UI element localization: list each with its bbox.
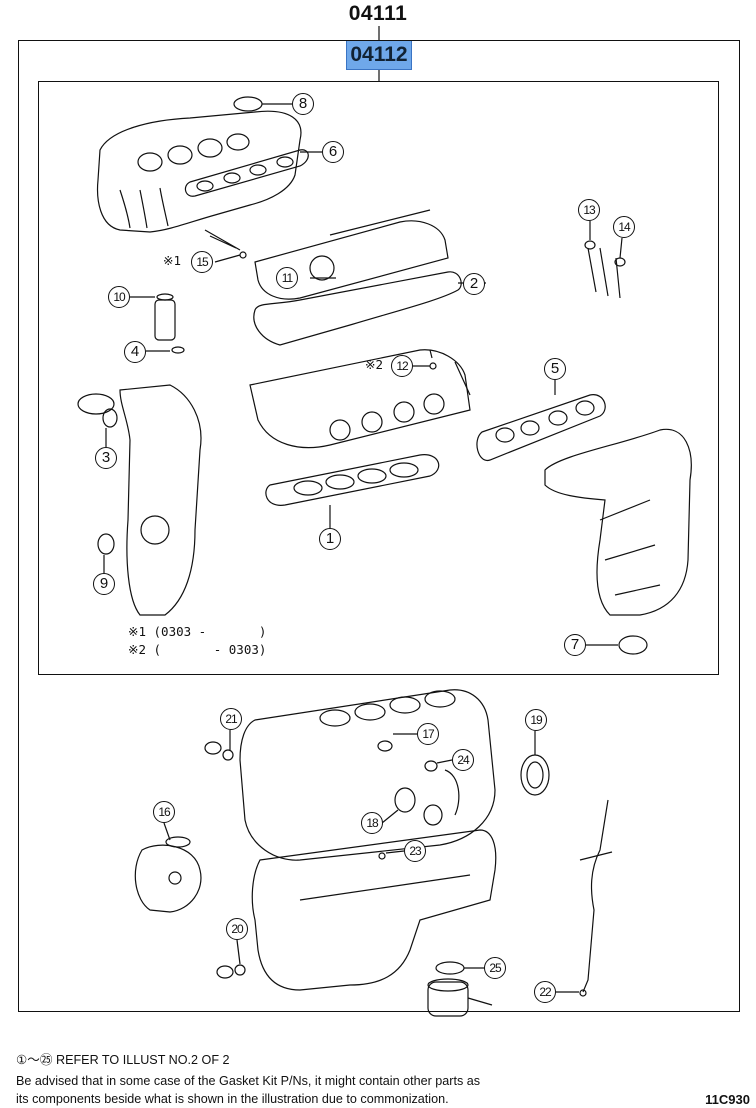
dipstick-drawing [579, 799, 613, 997]
cylinder-head-drawing [249, 349, 471, 449]
illustration-code: 11C930 [705, 1092, 750, 1107]
callout-21[interactable]: 21 [220, 708, 242, 730]
water-inlet-drawing [77, 393, 115, 415]
callout-16[interactable]: 16 [153, 801, 175, 823]
callout-11[interactable]: 11 [276, 267, 298, 289]
head-gasket-drawing [265, 454, 440, 506]
callout-7[interactable]: 7 [564, 634, 586, 656]
callout-4[interactable]: 4 [124, 341, 146, 363]
sensor-15-drawing [204, 229, 241, 251]
applicability-note-2: ※2 ( - 0303) [128, 642, 267, 657]
cylinder-block-drawing [239, 689, 496, 861]
callout-8[interactable]: 8 [292, 93, 314, 115]
callout-22[interactable]: 22 [534, 981, 556, 1003]
drain-plug-20-drawing [216, 964, 246, 979]
cap-gasket-8-drawing [233, 96, 263, 112]
callout-12[interactable]: 12 [391, 355, 413, 377]
exhaust-ring-7-drawing [618, 635, 648, 655]
callout-5[interactable]: 5 [544, 358, 566, 380]
rear-oil-seal-drawing [520, 754, 550, 796]
water-pump-drawing [134, 836, 202, 913]
o-ring-3-drawing [102, 408, 118, 428]
exhaust-manifold-drawing [544, 428, 692, 616]
callout-10[interactable]: 10 [108, 286, 130, 308]
callout-14[interactable]: 14 [613, 216, 635, 238]
callout-19[interactable]: 19 [525, 709, 547, 731]
exhaust-gasket-drawing [476, 394, 606, 461]
kit-number-highlight[interactable]: 04112 [346, 40, 412, 70]
applicability-note-1: ※1 (0303 - ) [128, 624, 267, 639]
callout-1[interactable]: 1 [319, 528, 341, 550]
gasket-23-drawing [378, 852, 386, 860]
callout-15[interactable]: 15 [191, 251, 213, 273]
callout-2[interactable]: 2 [463, 273, 485, 295]
callout-17[interactable]: 17 [417, 723, 439, 745]
oil-control-valve-drawing [154, 293, 185, 354]
assembly-number: 04111 [348, 2, 408, 25]
valve-drawing [584, 240, 626, 299]
refer-note: ①～㉕ REFER TO ILLUST NO.2 OF 2 [16, 1053, 230, 1067]
seal-18-drawing [394, 787, 416, 813]
advice-line-2: its components beside what is shown in t… [16, 1092, 449, 1106]
outer-frame [18, 40, 740, 1012]
advice-line-1: Be advised that in some case of the Gask… [16, 1074, 481, 1088]
oil-filter-drawing [427, 961, 493, 1017]
callout-25[interactable]: 25 [484, 957, 506, 979]
drain-plug-21-drawing [204, 741, 234, 761]
timing-cover-drawing [119, 384, 202, 616]
callout-18[interactable]: 18 [361, 812, 383, 834]
head-cover-gasket-drawing [253, 271, 462, 346]
hose-24-drawing [444, 769, 460, 816]
callout-13[interactable]: 13 [578, 199, 600, 221]
callout-23[interactable]: 23 [404, 840, 426, 862]
marker-note-2: ※2 [365, 357, 383, 372]
oil-seal-9-drawing [97, 533, 115, 555]
callout-3[interactable]: 3 [95, 447, 117, 469]
callout-6[interactable]: 6 [322, 141, 344, 163]
gasket-12-drawing [429, 362, 437, 370]
plug-17-drawing [377, 740, 393, 752]
marker-note-1: ※1 [163, 253, 181, 268]
head-cover-drawing [254, 209, 449, 300]
callout-24[interactable]: 24 [452, 749, 474, 771]
oil-pan-drawing [251, 829, 497, 991]
callout-20[interactable]: 20 [226, 918, 248, 940]
gasket-kit-frame [38, 81, 719, 675]
plug-23a-drawing [423, 804, 443, 826]
callout-9[interactable]: 9 [93, 573, 115, 595]
intake-manifold-drawing [96, 110, 302, 233]
intake-gasket-drawing [184, 149, 309, 197]
